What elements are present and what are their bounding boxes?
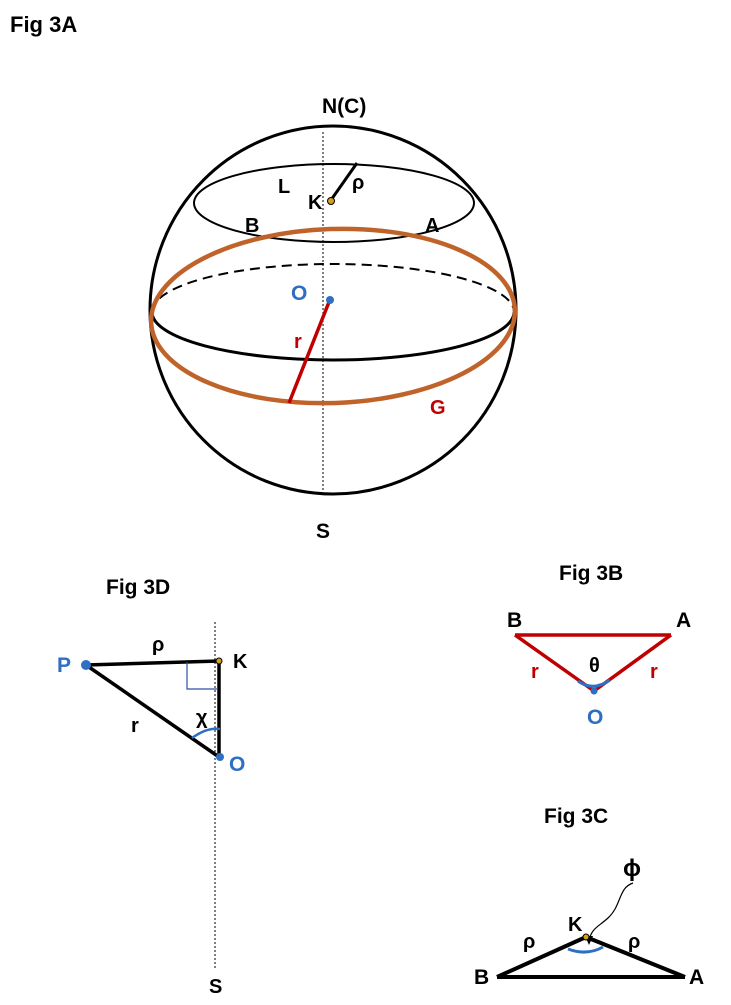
angle-chi-arc [191, 727, 221, 740]
rho-line [329, 162, 359, 201]
label-theta: θ [589, 655, 600, 677]
fig-3c-title: Fig 3C [544, 805, 608, 828]
label-B: B [245, 215, 259, 237]
label-rho-left-3c: ρ [523, 931, 535, 953]
label-L: L [278, 176, 290, 198]
segment-AK-3c [585, 935, 686, 979]
point-K [327, 197, 335, 205]
point-O [326, 296, 334, 304]
fig-3b-title: Fig 3B [559, 562, 623, 585]
label-K-3d: K [233, 651, 248, 673]
label-south: S [316, 520, 330, 543]
label-r-3d: r [131, 715, 139, 737]
angle-phi-arc [567, 945, 604, 954]
small-circle-L [193, 163, 475, 243]
label-rho-3d: ρ [152, 634, 164, 656]
radius-r-line [287, 301, 331, 404]
segment-PO [85, 663, 220, 759]
label-G: G [430, 397, 446, 419]
label-P: P [57, 654, 71, 677]
point-K-3c [582, 933, 590, 941]
label-S-3d: S [209, 976, 222, 998]
fig-3d-title: Fig 3D [106, 576, 170, 599]
label-rho: ρ [352, 172, 364, 194]
great-circle-G [148, 226, 518, 406]
label-r-right-3b: r [650, 661, 658, 683]
phi-pointer [588, 882, 634, 941]
equator-front-arc [150, 311, 516, 362]
label-chi: χ [196, 707, 208, 729]
label-phi: ϕ [623, 855, 641, 882]
fig-3a-title: Fig 3A [10, 12, 77, 37]
label-r: r [294, 331, 302, 353]
label-K: K [308, 192, 323, 214]
point-P [81, 660, 91, 670]
fig-3d: Fig 3D P ρ K r χ O S [57, 576, 248, 998]
label-B-3b: B [507, 609, 522, 632]
point-K-3d [215, 657, 223, 665]
equator-back-arc [151, 263, 515, 313]
fig-3c: Fig 3C ϕ K ρ ρ B A [474, 805, 704, 989]
sphere-outline [148, 124, 518, 496]
angle-theta-arc [577, 678, 611, 688]
label-A-3c: A [689, 966, 704, 989]
label-O-3d: O [229, 753, 245, 776]
fig-3a: Fig 3A N(C) L K ρ B A O r G S [10, 12, 518, 543]
label-B-3c: B [474, 966, 489, 989]
label-A-3b: A [676, 609, 691, 632]
segment-PK [85, 659, 220, 667]
point-O-3d [216, 753, 224, 761]
point-O-3b [590, 687, 598, 695]
label-rho-right-3c: ρ [628, 931, 640, 953]
label-O-3b: O [587, 706, 603, 729]
label-r-left-3b: r [531, 661, 539, 683]
label-O: O [291, 282, 307, 305]
right-angle-marker [186, 662, 218, 690]
label-A: A [425, 215, 439, 237]
fig-3b: Fig 3B B A r r θ O [507, 562, 691, 729]
segment-BK-3c [496, 935, 587, 979]
label-K-3c: K [568, 914, 583, 936]
label-north: N(C) [322, 95, 366, 118]
